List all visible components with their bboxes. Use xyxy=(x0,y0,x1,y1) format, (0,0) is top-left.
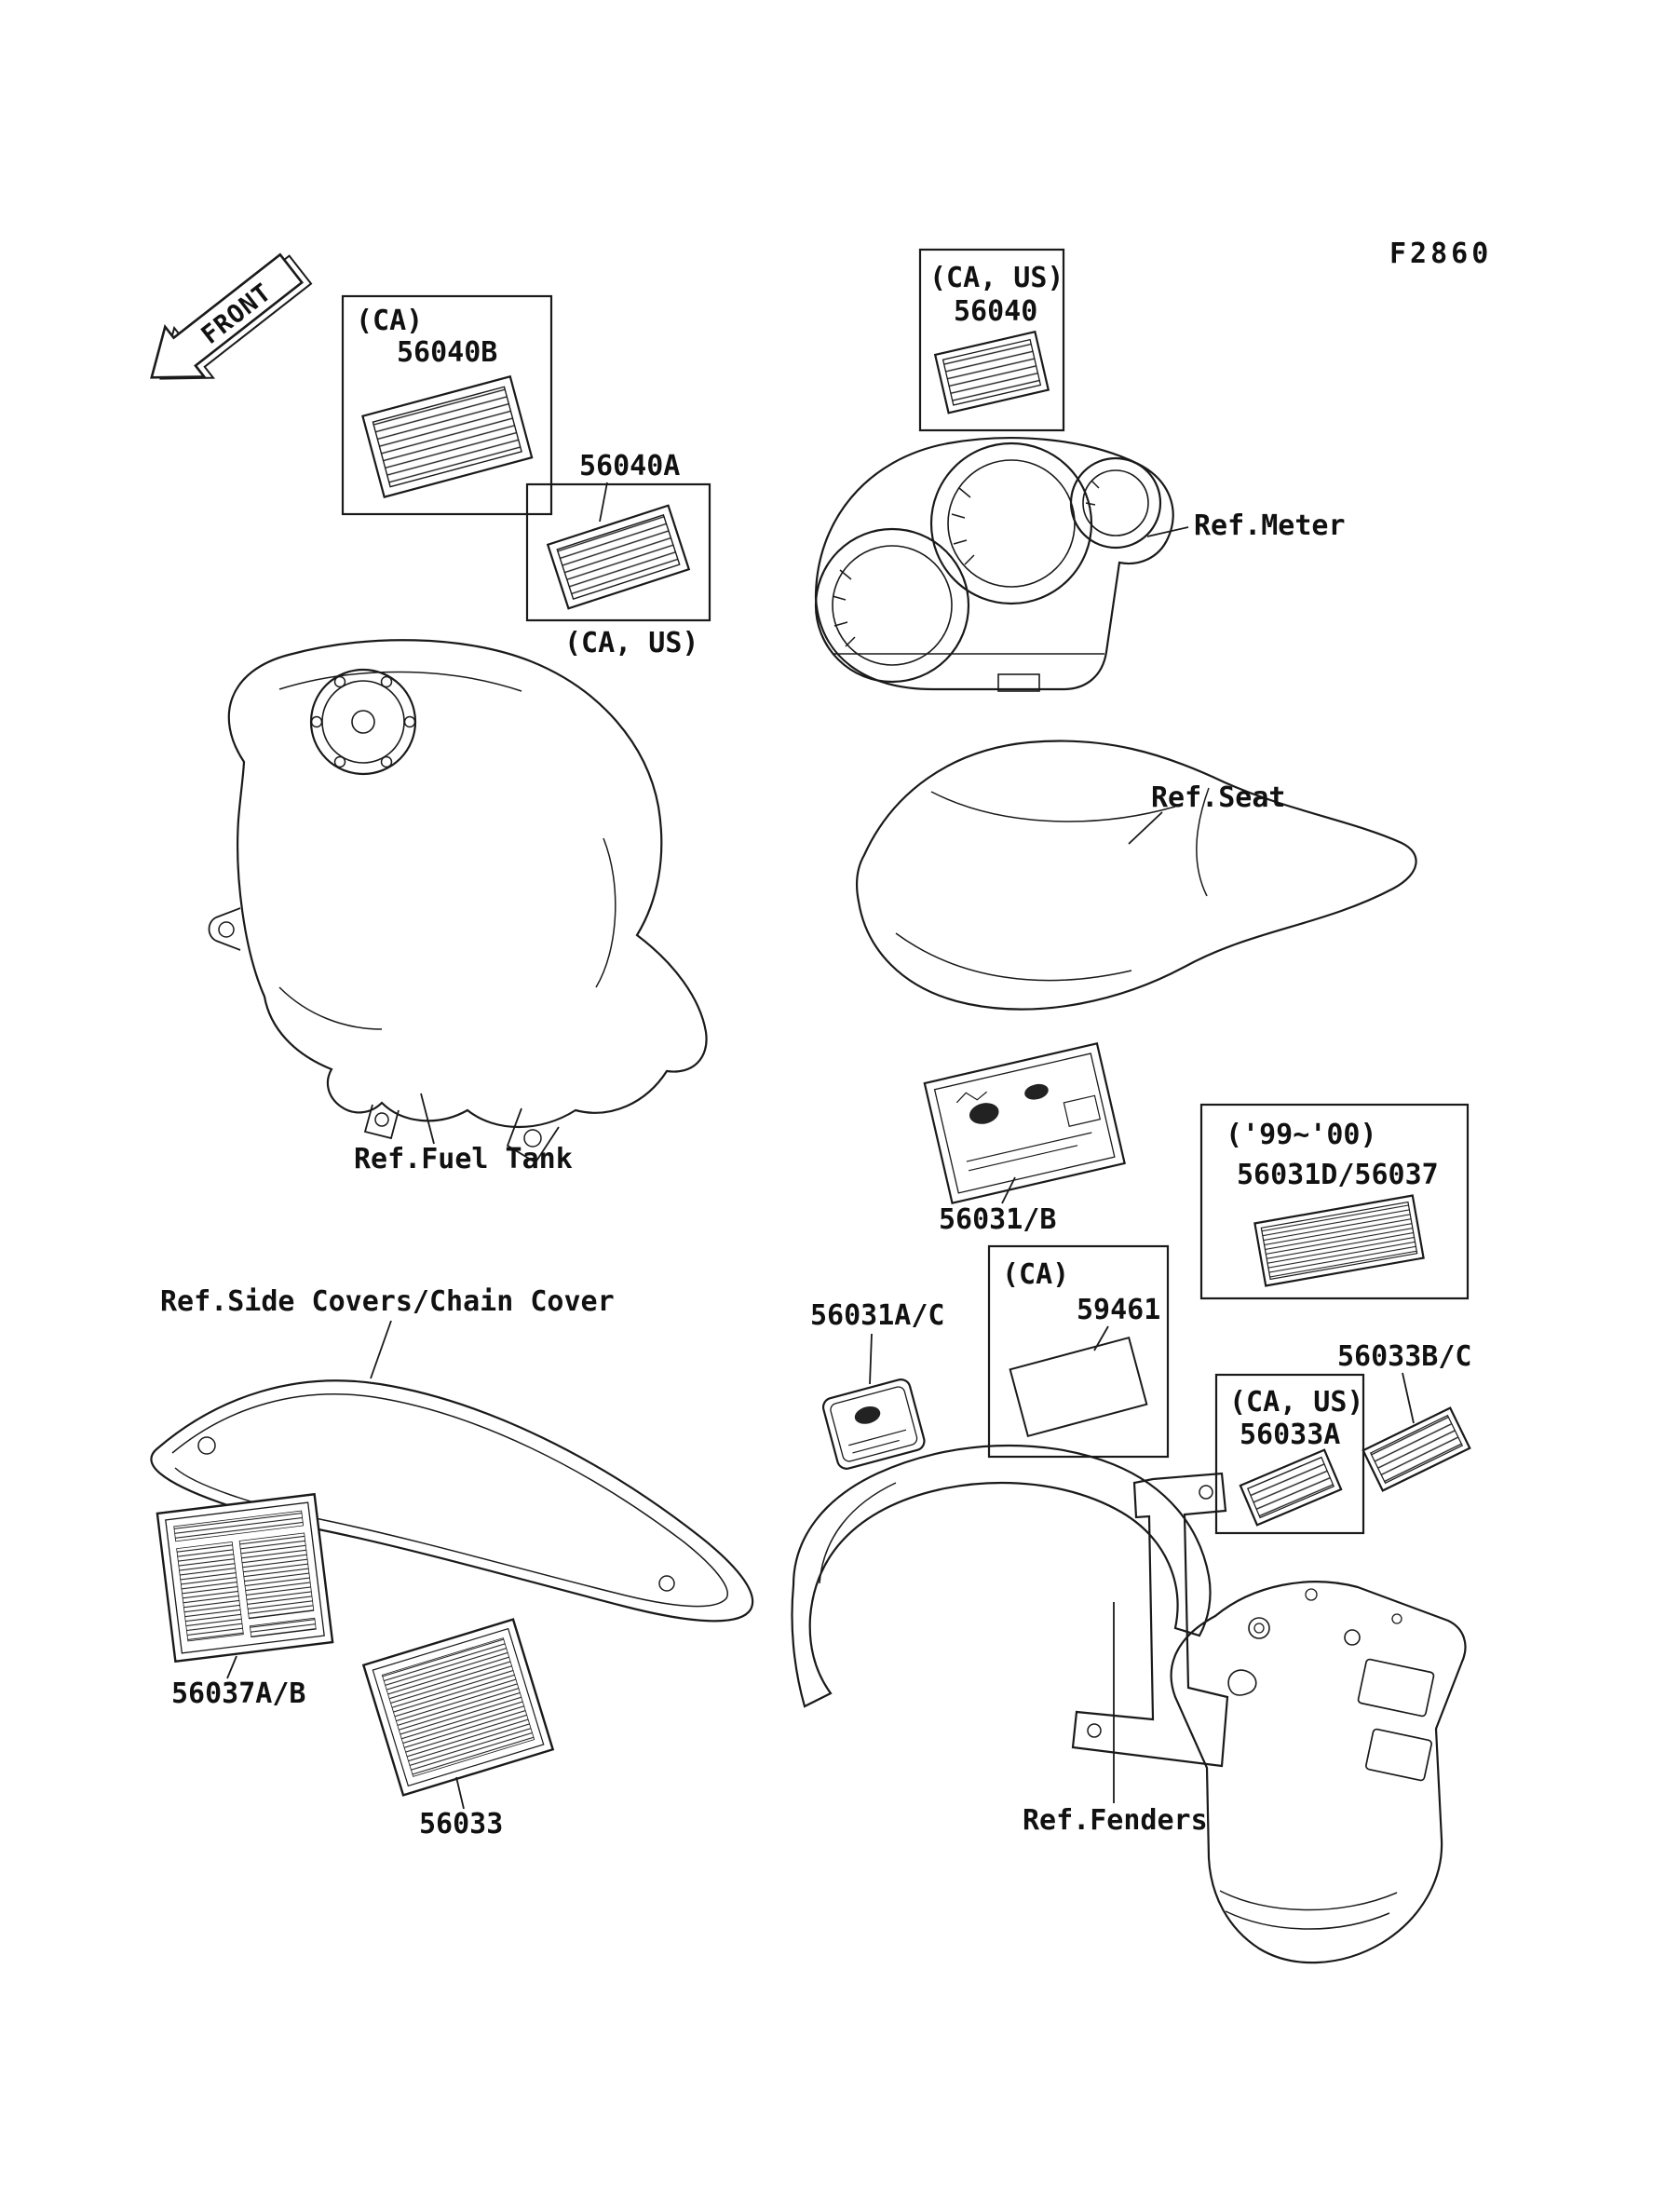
label-56040-region: (CA, US) xyxy=(929,262,1064,294)
label-59461-number: 59461 xyxy=(1077,1294,1161,1326)
label-box-56033a xyxy=(1214,1373,1365,1535)
label-56031ac-number: 56031A/C xyxy=(810,1299,945,1332)
label-box-56031d xyxy=(1199,1103,1470,1300)
sticker-56033bc xyxy=(1362,1406,1471,1492)
label-box-59461 xyxy=(987,1244,1170,1459)
front-arrow-icon: FRONT xyxy=(150,252,313,380)
ref-fenders-label: Ref.Fenders xyxy=(1023,1804,1208,1837)
label-56040a-number: 56040A xyxy=(579,450,681,482)
label-box-56040 xyxy=(918,248,1065,432)
sticker-56037ab xyxy=(156,1492,334,1664)
sticker-56033 xyxy=(361,1618,555,1797)
label-56040b-number: 56040B xyxy=(397,336,498,369)
seat-drawing xyxy=(855,740,1417,1011)
label-56040a-region: (CA, US) xyxy=(564,627,699,659)
fenders-drawing xyxy=(791,1444,1467,1964)
label-box-56040a xyxy=(525,482,711,622)
label-56033bc-number: 56033B/C xyxy=(1337,1340,1472,1373)
label-56033a-region: (CA, US) xyxy=(1229,1386,1364,1419)
meter-drawing xyxy=(814,437,1174,692)
ref-seat-label: Ref.Seat xyxy=(1151,781,1286,814)
ref-side-covers-label: Ref.Side Covers/Chain Cover xyxy=(160,1285,615,1318)
label-box-56040b xyxy=(341,294,553,516)
sticker-56031ac xyxy=(821,1378,926,1470)
label-56040b-region: (CA) xyxy=(356,305,424,337)
label-56031b-number: 56031/B xyxy=(939,1203,1057,1236)
label-56031d-number: 56031D/56037 xyxy=(1237,1159,1439,1191)
label-56031d-years: ('99~'00) xyxy=(1226,1119,1377,1151)
sticker-56031b xyxy=(923,1041,1126,1204)
label-56033a-number: 56033A xyxy=(1240,1419,1341,1451)
label-56033-number: 56033 xyxy=(419,1808,504,1840)
fuel-tank-drawing xyxy=(208,639,708,1164)
ref-fuel-tank-label: Ref.Fuel Tank xyxy=(354,1143,573,1175)
label-56037ab-number: 56037A/B xyxy=(171,1677,306,1710)
label-56040-number: 56040 xyxy=(954,295,1038,328)
label-59461-region: (CA) xyxy=(1002,1258,1070,1291)
ref-meter-label: Ref.Meter xyxy=(1194,509,1346,542)
figure-code: F2860 xyxy=(1389,238,1493,270)
leader-lines xyxy=(226,482,1415,1810)
